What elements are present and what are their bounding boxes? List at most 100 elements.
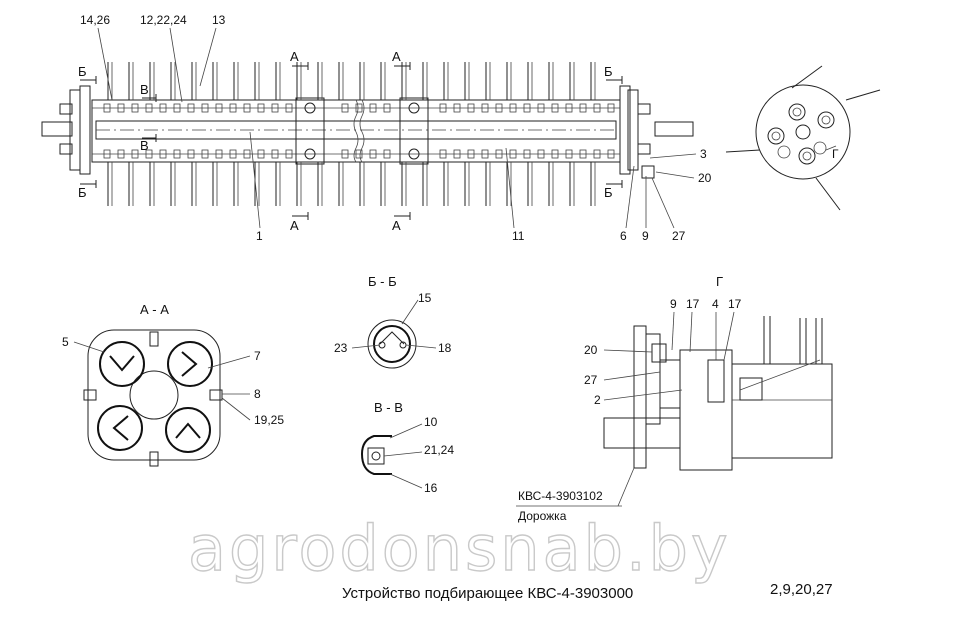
tines-bottom xyxy=(107,162,596,206)
bolt xyxy=(607,103,615,113)
section-mark-a-top-1: А xyxy=(290,49,299,64)
right-end-plate xyxy=(627,89,639,171)
bolt xyxy=(201,149,209,159)
bolt xyxy=(593,103,601,113)
bolt xyxy=(159,149,167,159)
bolt xyxy=(537,149,545,159)
detail-callout-20: 20 xyxy=(584,343,598,357)
bolt xyxy=(131,149,139,159)
view-g-title: Г xyxy=(716,274,723,289)
bolt xyxy=(215,149,223,159)
callout-15: 15 xyxy=(418,291,432,305)
section-mark-b-top-right: Б xyxy=(604,64,613,79)
bolt xyxy=(467,149,475,159)
tines-top xyxy=(107,62,596,100)
bolt xyxy=(579,103,587,113)
bolt xyxy=(173,149,181,159)
section-mark-v-top: В xyxy=(140,82,149,97)
callout-18: 18 xyxy=(438,341,452,355)
bolt xyxy=(117,103,125,113)
callout-5: 5 xyxy=(62,335,69,349)
callout-19-25: 19,25 xyxy=(254,413,284,427)
bolt xyxy=(551,103,559,113)
right-shaft-end xyxy=(654,121,694,137)
bolt xyxy=(229,149,237,159)
left-shaft-end xyxy=(41,121,73,137)
end-view-circle xyxy=(755,84,851,180)
bolts-bottom xyxy=(103,149,615,159)
bolt xyxy=(355,103,363,113)
callout-27: 27 xyxy=(672,229,686,243)
section-a-a-outline xyxy=(87,329,221,461)
section-a-a: А - А 5 7 8 19,25 xyxy=(62,302,284,467)
detail-callout-27: 27 xyxy=(584,373,598,387)
bolt xyxy=(509,103,517,113)
bolt xyxy=(383,149,391,159)
callout-10: 10 xyxy=(424,415,438,429)
bolt xyxy=(187,103,195,113)
callout-13: 13 xyxy=(212,13,226,27)
bolt xyxy=(439,149,447,159)
bolt xyxy=(243,103,251,113)
bolt xyxy=(215,103,223,113)
section-v-v: В - В 10 21,24 16 xyxy=(360,400,454,495)
bolt xyxy=(257,149,265,159)
bolt xyxy=(593,149,601,159)
detail-drum xyxy=(731,363,833,459)
bolt xyxy=(103,103,111,113)
bolt xyxy=(481,103,489,113)
bolt xyxy=(243,149,251,159)
bolt xyxy=(607,149,615,159)
section-a-a-center-tube xyxy=(129,370,179,420)
note-part-code: КВС-4-3903102 xyxy=(518,489,603,503)
end-view-mark-g: Г xyxy=(832,147,839,161)
callout-7: 7 xyxy=(254,349,261,363)
bolt xyxy=(439,103,447,113)
callout-11: 11 xyxy=(512,229,525,243)
bolt xyxy=(495,149,503,159)
callout-21-24: 21,24 xyxy=(424,443,454,457)
section-mark-b-bottom-right: Б xyxy=(604,185,613,200)
bearing-hub-left xyxy=(295,97,325,165)
bolt xyxy=(341,149,349,159)
sheet-refs: 2,9,20,27 xyxy=(770,581,833,598)
bolt xyxy=(187,149,195,159)
bolt xyxy=(369,103,377,113)
section-mark-b-top-left: Б xyxy=(78,64,87,79)
view-g-detail: Г 9 17 4 17 20 27 2 КВС-4-3903102 xyxy=(516,274,833,523)
bolt xyxy=(481,149,489,159)
bolt xyxy=(565,149,573,159)
section-b-b: Б - Б 15 23 18 xyxy=(334,274,452,369)
bolt xyxy=(285,103,293,113)
bolt xyxy=(369,149,377,159)
detail-callout-17-b: 17 xyxy=(728,297,742,311)
bolt xyxy=(537,103,545,113)
section-mark-v-bottom: В xyxy=(140,138,149,153)
bolt xyxy=(341,103,349,113)
section-mark-a-bottom-2: А xyxy=(392,218,401,233)
callout-6: 6 xyxy=(620,229,627,243)
bolt xyxy=(551,149,559,159)
bolt xyxy=(467,103,475,113)
callout-9: 9 xyxy=(642,229,649,243)
detail-callout-2: 2 xyxy=(594,393,601,407)
bolt xyxy=(523,149,531,159)
watermark: agrodonsnab.by xyxy=(188,512,731,585)
bolt xyxy=(103,149,111,159)
main-callouts: 14,26 12,22,24 13 3 20 1 11 6 9 27 xyxy=(80,13,712,243)
detail-callout-9: 9 xyxy=(670,297,677,311)
callout-3: 3 xyxy=(700,147,707,161)
right-end-bolt xyxy=(641,165,655,179)
bolt xyxy=(565,103,573,113)
bolt xyxy=(201,103,209,113)
main-view: Б Б Б Б В В А А А А 14,26 12,22,24 xyxy=(41,13,712,243)
bolt xyxy=(271,149,279,159)
section-v-v-title: В - В xyxy=(374,400,403,415)
bolt xyxy=(355,149,363,159)
detail-callout-4: 4 xyxy=(712,297,719,311)
callout-23: 23 xyxy=(334,341,348,355)
callout-20: 20 xyxy=(698,171,712,185)
bolt xyxy=(383,103,391,113)
bolt xyxy=(131,103,139,113)
